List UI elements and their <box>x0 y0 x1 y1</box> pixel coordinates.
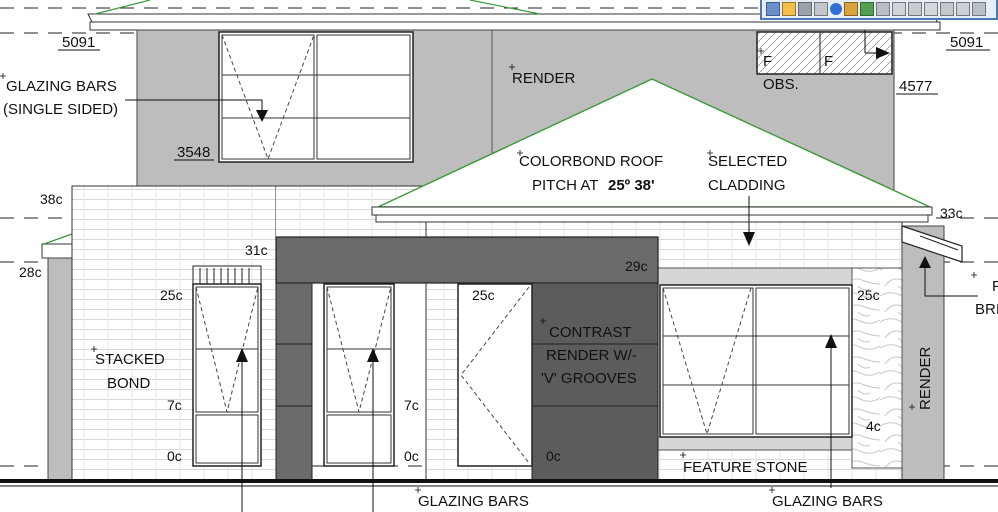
note-colorbond-2: PITCH AT <box>532 177 598 194</box>
elevation-icon[interactable] <box>924 2 938 16</box>
level-labels: 5091 5091 4577 3548 <box>62 34 983 161</box>
level-underlines <box>58 49 990 161</box>
brush-icon[interactable] <box>860 2 874 16</box>
course-4c: 4c <box>866 418 881 434</box>
course-0c-mid: 0c <box>404 448 419 464</box>
course-25c-left: 25c <box>160 287 183 303</box>
feature-stone-box <box>654 267 903 469</box>
course-labels: 38c 33c 31c 29c 28c 25c 25c 25c 7c 7c 4c… <box>19 191 963 464</box>
note-colorbond-1: COLORBOND ROOF <box>519 153 663 170</box>
figure-icon[interactable] <box>782 2 796 16</box>
course-25c-door: 25c <box>472 287 495 303</box>
view-toolbar <box>760 0 998 20</box>
notes: GLAZING BARS (SINGLE SIDED) RENDER OBS. … <box>3 53 998 510</box>
note-obs-f2: F <box>824 53 833 70</box>
note-bond: BOND <box>107 375 151 392</box>
ground-window-mid <box>323 283 395 467</box>
view-icon[interactable] <box>876 2 890 16</box>
schedule-icon[interactable] <box>956 2 970 16</box>
note-render-upper: RENDER <box>512 70 576 87</box>
course-29c: 29c <box>625 258 648 274</box>
note-feature-stone: FEATURE STONE <box>683 459 807 476</box>
arrowheads <box>236 47 931 362</box>
sheet-icon[interactable] <box>940 2 954 16</box>
course-7c-mid: 7c <box>404 397 419 413</box>
note-render-side: RENDER <box>917 346 934 410</box>
pin-icon[interactable] <box>814 2 828 16</box>
note-v-grooves: 'V' GROOVES <box>541 370 637 387</box>
level-left-top: 5091 <box>62 34 95 51</box>
section-icon[interactable] <box>892 2 906 16</box>
note-glazing-bars-bottom-1: GLAZING BARS <box>418 493 529 510</box>
course-38c: 38c <box>40 191 63 207</box>
course-25c-right: 25c <box>857 287 880 303</box>
note-obs-f1: F <box>763 53 772 70</box>
note-glazing-bars-top: GLAZING BARS <box>6 78 117 95</box>
note-colorbond-pitch: 25º 38' <box>608 177 655 194</box>
portico <box>275 236 659 481</box>
ground-line <box>0 479 998 483</box>
course-31c: 31c <box>245 242 268 258</box>
course-28c: 28c <box>19 264 42 280</box>
layers-icon[interactable] <box>972 2 986 16</box>
level-right-upper: 4577 <box>899 78 932 95</box>
ground-window-left <box>192 265 262 467</box>
course-0c-door: 0c <box>546 448 561 464</box>
lock-icon[interactable] <box>844 2 858 16</box>
note-cut-f: F <box>992 278 998 295</box>
note-cladding: CLADDING <box>708 177 786 194</box>
level-right-top: 5091 <box>950 34 983 51</box>
note-obs: OBS. <box>763 76 799 93</box>
level-window-head: 3548 <box>177 144 210 161</box>
front-door <box>457 283 533 467</box>
course-33c: 33c <box>940 205 963 221</box>
note-origin-marks <box>0 48 977 493</box>
table-icon[interactable] <box>908 2 922 16</box>
note-selected: SELECTED <box>708 153 787 170</box>
grid-icon[interactable] <box>798 2 812 16</box>
course-7c-left: 7c <box>167 397 182 413</box>
upper-window <box>218 31 414 163</box>
course-0c-left: 0c <box>167 448 182 464</box>
note-stacked: STACKED <box>95 351 165 368</box>
note-cut-bri: BRI <box>975 301 998 318</box>
cube-icon[interactable] <box>766 2 780 16</box>
note-glazing-bars-bottom-2: GLAZING BARS <box>772 493 883 510</box>
note-contrast: CONTRAST <box>549 324 632 341</box>
note-single-sided: (SINGLE SIDED) <box>3 101 118 118</box>
info-icon[interactable] <box>830 3 842 15</box>
note-render-w: RENDER W/- <box>546 347 637 364</box>
